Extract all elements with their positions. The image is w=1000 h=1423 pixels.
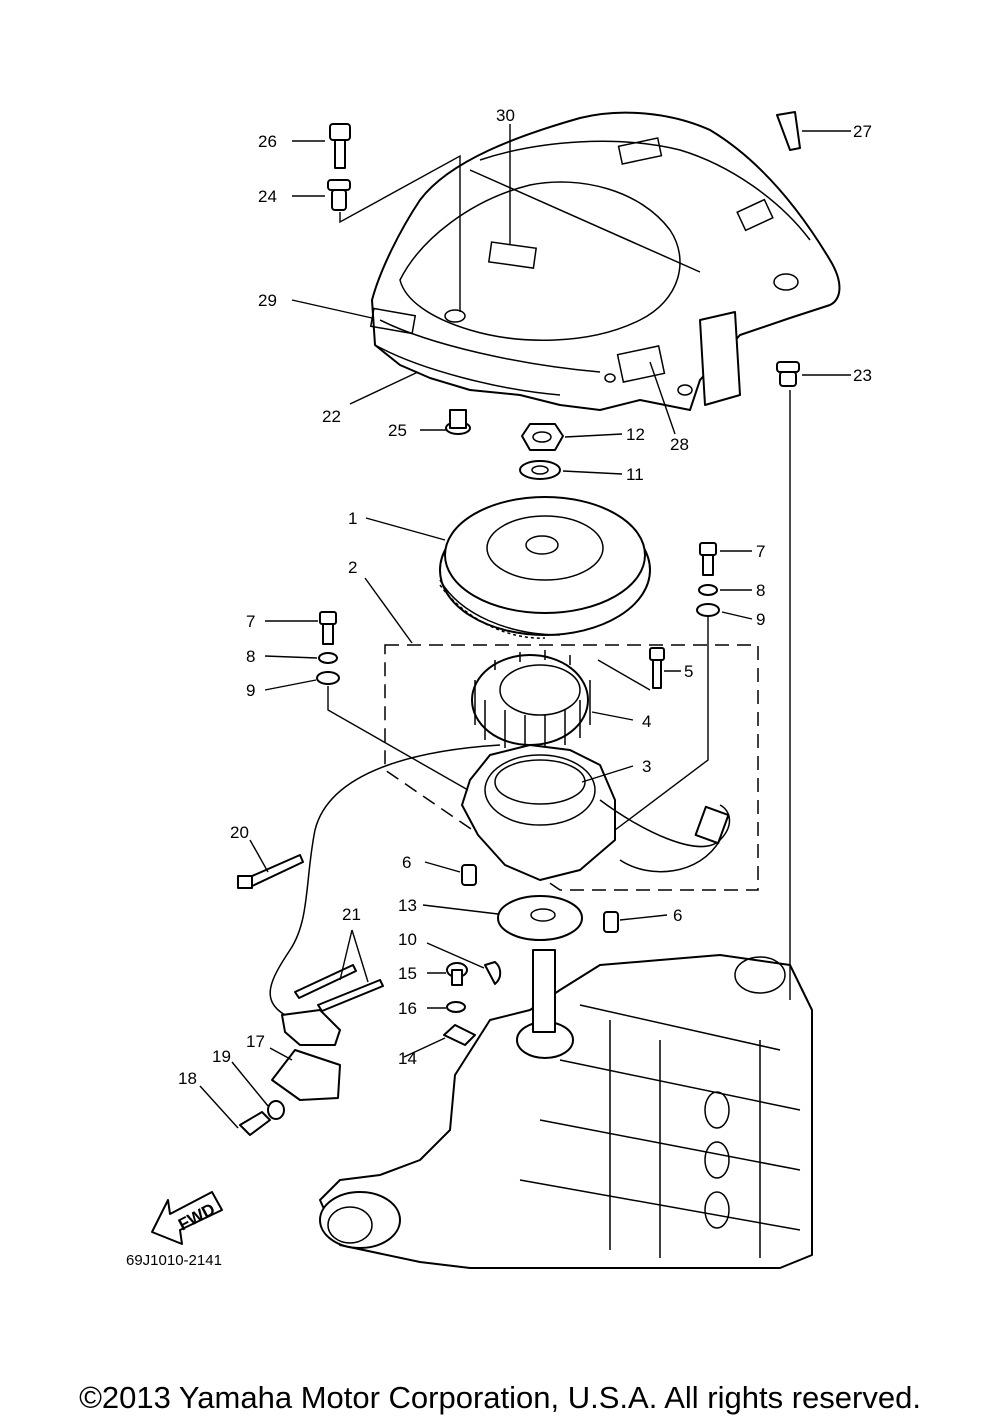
washer-11	[519, 460, 561, 480]
dowel-6-right	[603, 911, 619, 933]
callout-29: 29	[258, 291, 277, 310]
nut-12	[521, 423, 564, 451]
flywheel-cover	[369, 111, 841, 411]
screw-15	[446, 962, 468, 986]
callout-20: 20	[230, 823, 249, 842]
screw-5	[649, 647, 665, 689]
callout-11: 11	[626, 465, 644, 484]
washer-19	[267, 1100, 285, 1120]
grommet-23	[776, 361, 800, 387]
copyright-notice: ©2013 Yamaha Motor Corporation, U.S.A. A…	[79, 1380, 921, 1415]
washer-9-right	[696, 603, 720, 617]
callout-7-left: 7	[246, 612, 255, 631]
callout-13: 13	[398, 896, 417, 915]
clip-27	[776, 111, 801, 151]
washer-8-left	[318, 652, 338, 664]
lead-wire	[619, 839, 721, 873]
callout-8-left: 8	[246, 647, 255, 666]
callout-labels: 26 30 27 24 29 23 22 25 12 28 11 1 7 2 8…	[178, 106, 872, 1088]
forward-arrow-icon: FWD	[151, 1191, 223, 1245]
bolt-7-left	[319, 611, 337, 645]
callout-8-right: 8	[756, 581, 765, 600]
connector	[281, 1009, 341, 1046]
callout-22: 22	[322, 407, 341, 426]
callout-14: 14	[398, 1049, 417, 1068]
callout-5: 5	[684, 662, 693, 681]
grommet-24	[327, 179, 351, 211]
callout-27: 27	[853, 122, 872, 141]
callout-6-right: 6	[673, 906, 682, 925]
callout-24: 24	[258, 187, 277, 206]
callout-9-left: 9	[246, 681, 255, 700]
callout-16: 16	[398, 999, 417, 1018]
callout-1: 1	[348, 509, 357, 528]
callout-9-right: 9	[756, 610, 765, 629]
callout-6-left: 6	[402, 853, 411, 872]
cable-tie-20	[237, 854, 304, 889]
bracket-17	[271, 1049, 341, 1101]
callout-3: 3	[642, 757, 651, 776]
bolt-18	[239, 1111, 271, 1136]
callout-26: 26	[258, 132, 277, 151]
washer-9-left	[316, 671, 340, 685]
leader-lines	[199, 124, 851, 1129]
callout-21: 21	[342, 905, 361, 924]
washer-16	[446, 1001, 466, 1013]
bolt-26	[329, 123, 351, 169]
callout-25: 25	[388, 421, 407, 440]
callout-2: 2	[348, 558, 357, 577]
callout-30: 30	[496, 106, 515, 125]
pulser-plate	[497, 895, 583, 941]
stator-coil	[471, 650, 591, 752]
woodruff-key	[484, 961, 502, 985]
callout-15: 15	[398, 964, 417, 983]
callout-12: 12	[626, 425, 645, 444]
stator-assembly-group	[384, 644, 759, 891]
callout-18: 18	[178, 1069, 197, 1088]
stator-base	[461, 744, 731, 881]
callout-4: 4	[642, 712, 651, 731]
callout-23: 23	[853, 366, 872, 385]
washer-8-right	[698, 584, 718, 596]
collar-25	[445, 409, 471, 435]
callout-7-right: 7	[756, 542, 765, 561]
exploded-parts-diagram: FWD	[151, 106, 872, 1269]
callout-19: 19	[212, 1047, 231, 1066]
callout-10: 10	[398, 930, 417, 949]
engine-block	[319, 949, 813, 1269]
callout-17: 17	[246, 1032, 265, 1051]
stator-wire	[269, 744, 501, 1016]
flywheel	[439, 496, 651, 639]
bracket-14	[443, 1024, 476, 1046]
callout-28: 28	[670, 435, 689, 454]
bolt-7-right	[699, 542, 717, 576]
diagram-code: 69J1010-2141	[126, 1252, 222, 1269]
cable-ties-21	[294, 964, 384, 1012]
dowel-6-left	[461, 864, 477, 886]
